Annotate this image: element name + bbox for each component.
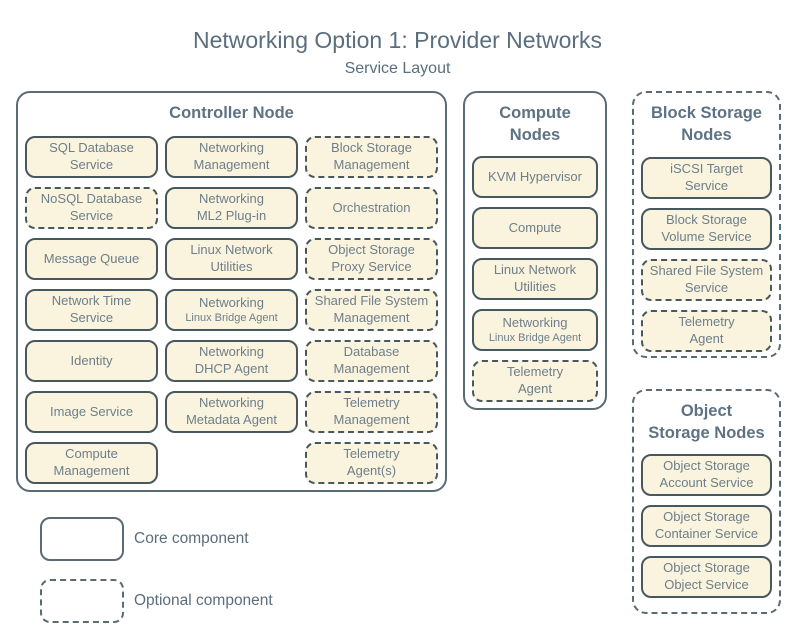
service-box: Networking Management bbox=[165, 136, 298, 178]
service-box: Networking Metadata Agent bbox=[165, 391, 298, 433]
service-box: Networking ML2 Plug-in bbox=[165, 187, 298, 229]
service-label: Object Storage Account Service bbox=[659, 458, 754, 490]
service-label: Networking DHCP Agent bbox=[194, 344, 269, 376]
service-box: Telemetry Agent bbox=[472, 360, 598, 402]
service-box: Object Storage Object Service bbox=[641, 556, 772, 598]
service-box: NoSQL Database Service bbox=[25, 187, 158, 229]
service-box: Networking DHCP Agent bbox=[165, 340, 298, 382]
legend-core-label: Core component bbox=[134, 530, 249, 547]
service-label: Networking Management bbox=[193, 140, 270, 172]
service-box: iSCSI Target Service bbox=[641, 157, 772, 199]
service-label: Networking bbox=[502, 315, 568, 331]
service-box: Message Queue bbox=[25, 238, 158, 280]
service-label: Shared File System Service bbox=[649, 263, 764, 295]
service-box: Telemetry Management bbox=[305, 391, 438, 433]
service-label: Telemetry Agent(s) bbox=[343, 446, 400, 478]
service-sublabel: Linux Bridge Agent bbox=[185, 311, 278, 324]
service-label: Networking Metadata Agent bbox=[185, 395, 278, 427]
block-storage-nodes-group-title: Block Storage Nodes bbox=[651, 104, 762, 144]
legend-optional-label: Optional component bbox=[134, 592, 273, 609]
service-label: Orchestration bbox=[332, 199, 411, 215]
service-label: Compute Management bbox=[53, 446, 130, 478]
service-label: Object Storage Proxy Service bbox=[328, 242, 415, 274]
service-label: Block Storage Management bbox=[331, 140, 412, 172]
service-box: Shared File System Management bbox=[305, 289, 438, 331]
service-box: Object Storage Account Service bbox=[641, 454, 772, 496]
legend-optional-component: Optional component bbox=[40, 579, 273, 623]
service-box: Shared File System Service bbox=[641, 259, 772, 301]
service-label: Identity bbox=[70, 352, 113, 368]
service-label: Block Storage Volume Service bbox=[661, 212, 752, 244]
service-label: NoSQL Database Service bbox=[40, 191, 143, 223]
service-box: Compute Management bbox=[25, 442, 158, 484]
service-label: Telemetry Agent bbox=[506, 364, 564, 396]
service-label: Image Service bbox=[49, 403, 134, 419]
service-box: Block Storage Volume Service bbox=[641, 208, 772, 250]
compute-nodes-group-title: Compute Nodes bbox=[499, 104, 571, 144]
service-label: Object Storage Container Service bbox=[654, 509, 759, 541]
service-label: Message Queue bbox=[43, 250, 140, 266]
controller-node-services: SQL Database Service Networking Managemen… bbox=[25, 136, 438, 484]
service-label: Linux Network Utilities bbox=[190, 242, 273, 274]
service-box: Block Storage Management bbox=[305, 136, 438, 178]
service-box: Object Storage Container Service bbox=[641, 505, 772, 547]
service-label: Network Time Service bbox=[51, 293, 132, 325]
service-box: Telemetry Agent(s) bbox=[305, 442, 438, 484]
service-label: Telemetry Management bbox=[333, 395, 410, 427]
service-label: Object Storage Object Service bbox=[663, 560, 750, 592]
object-storage-nodes-group: Object Storage Nodes Object Storage Acco… bbox=[632, 389, 781, 614]
service-label: Telemetry Agent bbox=[678, 314, 735, 346]
service-box: Linux Network Utilities bbox=[165, 238, 298, 280]
service-label: SQL Database Service bbox=[49, 140, 134, 172]
service-box: Image Service bbox=[25, 391, 158, 433]
page-title: Networking Option 1: Provider Networks bbox=[192, 27, 603, 53]
service-label: Compute bbox=[508, 219, 562, 235]
service-box: Database Management bbox=[305, 340, 438, 382]
service-label: KVM Hypervisor bbox=[488, 168, 582, 184]
service-box: KVM Hypervisor bbox=[472, 156, 598, 198]
service-label: Networking ML2 Plug-in bbox=[196, 191, 267, 223]
service-box: Network Time Service bbox=[25, 289, 158, 331]
service-box: Linux Network Utilities bbox=[472, 258, 598, 300]
page-subtitle: Service Layout bbox=[344, 60, 451, 77]
service-box: SQL Database Service bbox=[25, 136, 158, 178]
legend-core-component: Core component bbox=[40, 517, 249, 561]
service-label: Networking bbox=[198, 295, 265, 311]
service-box: Compute bbox=[472, 207, 598, 249]
block-storage-nodes-group: Block Storage Nodes iSCSI Target Service… bbox=[632, 91, 781, 358]
object-storage-nodes-group-title: Object Storage Nodes bbox=[648, 402, 765, 442]
legend-optional-swatch bbox=[40, 579, 124, 623]
service-box: Orchestration bbox=[305, 187, 438, 229]
service-box: Telemetry Agent bbox=[641, 310, 772, 352]
legend-core-swatch bbox=[40, 517, 124, 561]
service-box: Identity bbox=[25, 340, 158, 382]
service-label: Linux Network Utilities bbox=[493, 262, 577, 294]
service-box: Object Storage Proxy Service bbox=[305, 238, 438, 280]
service-label: Database Management bbox=[333, 344, 410, 376]
controller-node-group-title: Controller Node bbox=[169, 104, 294, 122]
service-label: Shared File System Management bbox=[314, 293, 429, 325]
service-label: iSCSI Target Service bbox=[670, 161, 743, 193]
service-sublabel: Linux Bridge Agent bbox=[488, 331, 582, 344]
